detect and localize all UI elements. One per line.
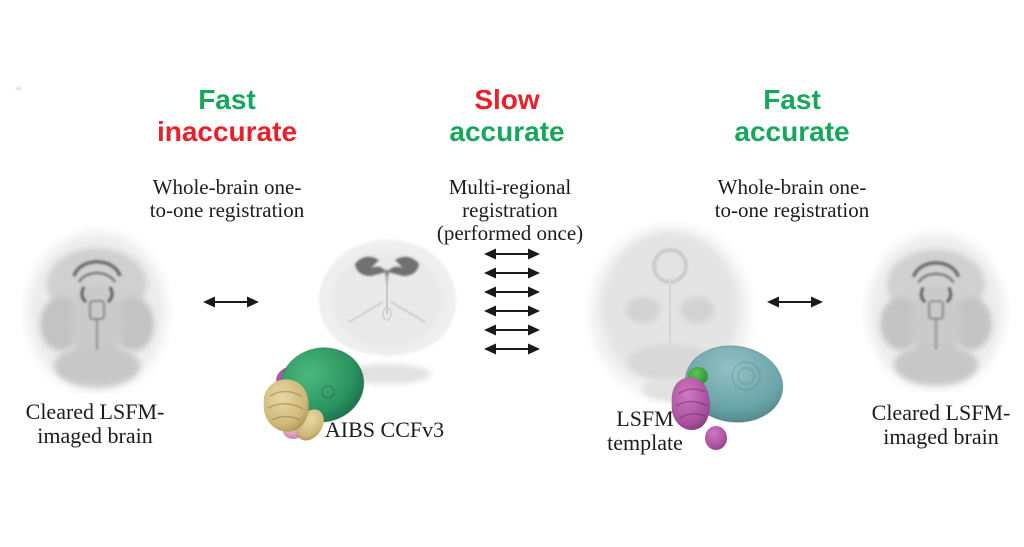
quality-word-accurate: accurate	[449, 116, 565, 147]
method-line: (performed once)	[436, 221, 584, 245]
cleared-brain-label-right: Cleared LSFM- imaged brain	[858, 401, 1024, 449]
method-line: Multi-regional	[448, 175, 572, 199]
cleared-brain-label-line: Cleared LSFM-	[871, 400, 1011, 425]
double-arrow-icon	[484, 248, 540, 260]
double-arrow-icon	[484, 324, 540, 336]
center-arrow-stack	[484, 247, 540, 356]
lsfm-template-label-line: template	[607, 430, 683, 455]
cleared-brain-label-line: imaged brain	[37, 423, 153, 448]
cleared-brain-label-left: Cleared LSFM- imaged brain	[15, 400, 175, 448]
quality-word-inaccurate: inaccurate	[156, 116, 298, 147]
lsfm-template-label: LSFM template	[595, 407, 695, 455]
double-arrow-icon	[767, 296, 823, 308]
aibs-ccf-label-text: AIBS CCFv3	[324, 417, 445, 442]
header-right-quality: Fast accurate	[682, 84, 902, 148]
cleared-brain-image-left	[27, 232, 167, 392]
quality-word-fast: Fast	[763, 84, 821, 115]
method-line: to-one registration	[714, 198, 870, 222]
cleared-brain-label-line: Cleared LSFM-	[25, 399, 165, 424]
aibs-gray-brain-image	[318, 239, 457, 384]
double-arrow-icon	[484, 343, 540, 355]
quality-word-accurate: accurate	[734, 116, 850, 147]
quality-word-fast: Fast	[198, 84, 256, 115]
method-line: Whole-brain one-	[152, 175, 302, 199]
double-arrow-icon	[484, 305, 540, 317]
aibs-ccf-model-image	[263, 347, 365, 441]
double-arrow-icon	[484, 286, 540, 298]
header-left-quality: Fast inaccurate	[117, 84, 337, 148]
double-arrow-icon	[203, 296, 259, 308]
method-line: Whole-brain one-	[717, 175, 867, 199]
method-caption-left: Whole-brain one- to-one registration	[112, 176, 342, 222]
method-line: to-one registration	[149, 198, 305, 222]
cleared-brain-image-right	[867, 233, 1005, 391]
method-caption-center: Multi-regional registration (performed o…	[395, 176, 625, 245]
image-speck-artifact	[16, 87, 21, 90]
method-line: registration	[462, 198, 558, 222]
header-center-quality: Slow accurate	[397, 84, 617, 148]
lsfm-template-model-image	[671, 345, 784, 450]
quality-word-slow: Slow	[474, 84, 540, 115]
lsfm-template-label-line: LSFM	[616, 406, 674, 431]
method-caption-right: Whole-brain one- to-one registration	[677, 176, 907, 222]
double-arrow-icon	[484, 267, 540, 279]
cleared-brain-label-line: imaged brain	[883, 424, 999, 449]
aibs-ccf-label: AIBS CCFv3	[322, 418, 447, 442]
